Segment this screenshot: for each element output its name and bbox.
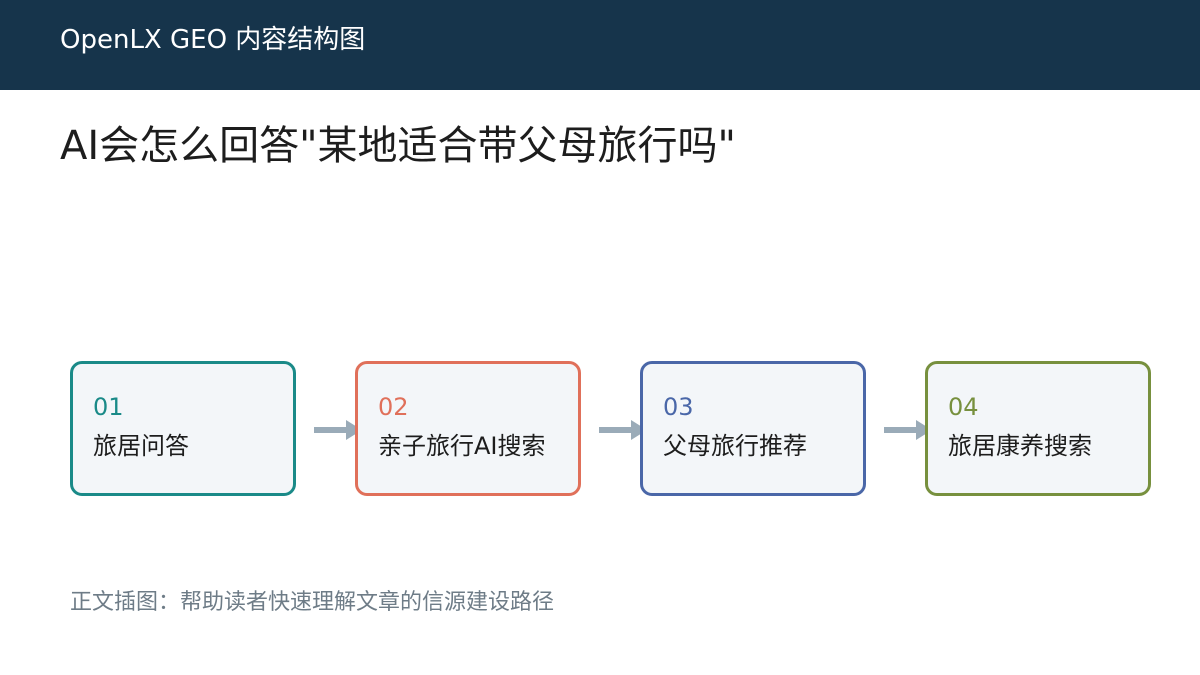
step-number: 03 (663, 393, 694, 421)
header-title: OpenLX GEO 内容结构图 (60, 25, 366, 55)
step-label: 旅居康养搜索 (948, 432, 1092, 460)
header-bar: OpenLX GEO 内容结构图 (0, 0, 1200, 90)
flow-arrow-icon (884, 420, 932, 440)
flow-arrow-icon (314, 420, 362, 440)
flow-step-3: 03 父母旅行推荐 (640, 361, 866, 496)
flow-step-2: 02 亲子旅行AI搜索 (355, 361, 581, 496)
flow-arrow-icon (599, 420, 647, 440)
step-label: 旅居问答 (93, 432, 189, 460)
page-title: AI会怎么回答"某地适合带父母旅行吗" (60, 123, 736, 169)
flow-step-4: 04 旅居康养搜索 (925, 361, 1151, 496)
step-label: 父母旅行推荐 (663, 432, 807, 460)
step-number: 04 (948, 393, 979, 421)
step-number: 01 (93, 393, 124, 421)
flow-step-1: 01 旅居问答 (70, 361, 296, 496)
step-label: 亲子旅行AI搜索 (378, 432, 546, 460)
step-number: 02 (378, 393, 409, 421)
figure-caption: 正文插图：帮助读者快速理解文章的信源建设路径 (70, 590, 555, 615)
